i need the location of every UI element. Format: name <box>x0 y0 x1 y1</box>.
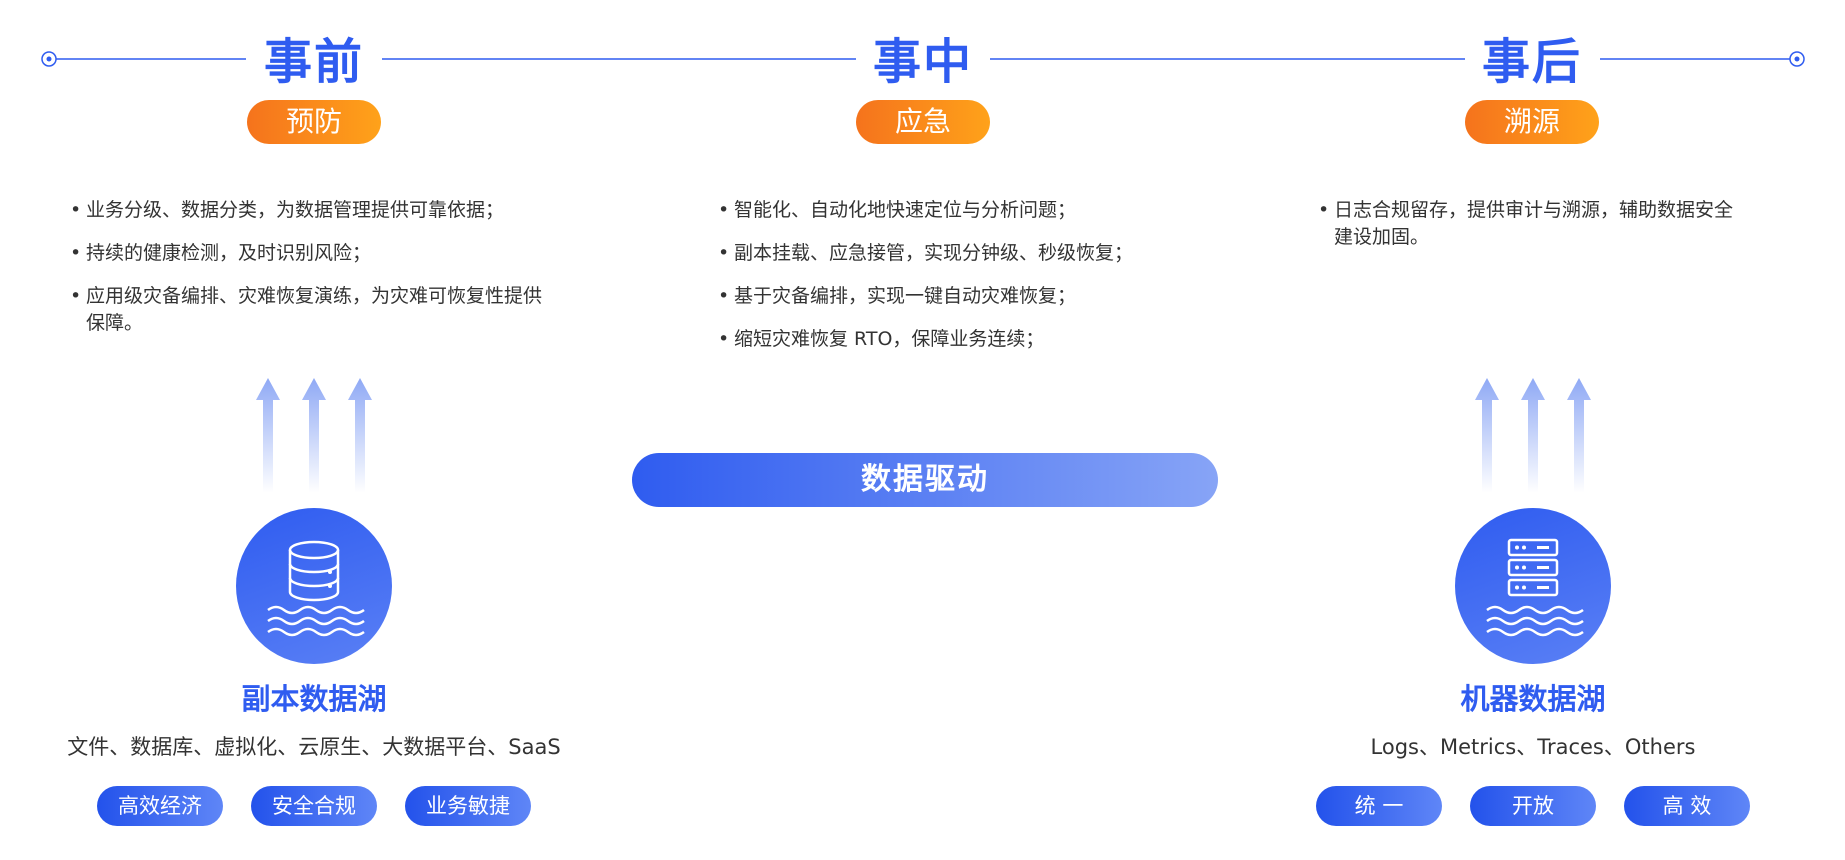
bullets-post: 日志合规留存，提供审计与溯源，辅助数据安全建设加固。 <box>1318 197 1738 267</box>
timeline <box>41 51 1805 67</box>
bullet-item: 副本挂载、应急接管，实现分钟级、秒级恢复； <box>718 240 1198 267</box>
machine-data-lake-subtitle: Logs、Metrics、Traces、Others <box>1370 735 1696 759</box>
bullet-item: 业务分级、数据分类，为数据管理提供可靠依据； <box>70 197 560 224</box>
timeline-end-dot-icon <box>1789 51 1805 67</box>
timeline-start-dot-icon <box>41 51 57 67</box>
server-lake-icon <box>1455 508 1611 664</box>
tag-business-agile: 业务敏捷 <box>405 786 531 826</box>
replica-data-lake-title: 副本数据湖 <box>241 682 387 716</box>
stage-title-post: 事后 <box>1481 34 1582 90</box>
data-driven-banner: 数据驱动 <box>632 453 1218 507</box>
tag-efficient: 高 效 <box>1624 786 1750 826</box>
machine-data-lake-title: 机器数据湖 <box>1460 682 1606 716</box>
replica-data-lake-subtitle: 文件、数据库、虚拟化、云原生、大数据平台、SaaS <box>67 735 561 759</box>
upward-arrows-right-icon <box>1475 378 1591 493</box>
tag-efficient-economic: 高效经济 <box>97 786 223 826</box>
bullet-item: 基于灾备编排，实现一键自动灾难恢复； <box>718 283 1198 310</box>
bullets-pre: 业务分级、数据分类，为数据管理提供可靠依据； 持续的健康检测，及时识别风险； 应… <box>70 197 560 353</box>
bullet-item: 持续的健康检测，及时识别风险； <box>70 240 560 267</box>
database-lake-icon <box>236 508 392 664</box>
bullet-item: 日志合规留存，提供审计与溯源，辅助数据安全建设加固。 <box>1318 197 1738 251</box>
upward-arrows-left-icon <box>256 378 372 493</box>
bullet-item: 智能化、自动化地快速定位与分析问题； <box>718 197 1198 224</box>
tag-secure-compliant: 安全合规 <box>251 786 377 826</box>
tag-open: 开放 <box>1470 786 1596 826</box>
bullets-mid: 智能化、自动化地快速定位与分析问题； 副本挂载、应急接管，实现分钟级、秒级恢复；… <box>718 197 1198 369</box>
tag-unified: 统 一 <box>1316 786 1442 826</box>
stage-pill-mid: 应急 <box>856 100 990 144</box>
stage-pill-pre: 预防 <box>247 100 381 144</box>
stage-title-mid: 事中 <box>872 34 973 90</box>
bullet-item: 应用级灾备编排、灾难恢复演练，为灾难可恢复性提供保障。 <box>70 283 560 337</box>
stage-pill-post: 溯源 <box>1465 100 1599 144</box>
bullet-item: 缩短灾难恢复 RTO，保障业务连续； <box>718 326 1198 353</box>
stage-title-pre: 事前 <box>263 34 364 90</box>
